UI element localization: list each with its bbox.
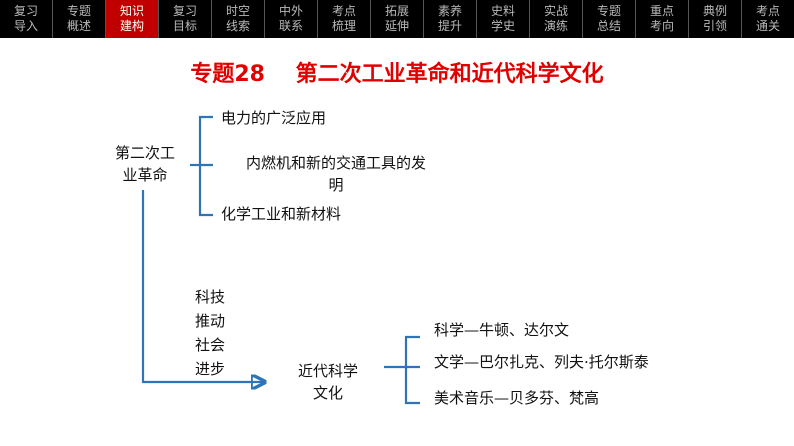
brace-branch2 — [404, 335, 420, 405]
tab-label: 时空 — [225, 4, 250, 18]
branch1-item-combustion: 内燃机和新的交通工具的发 明 — [227, 152, 445, 196]
tab-label: 考点 — [755, 4, 780, 18]
tab-label: 线索 — [225, 19, 250, 33]
tab-historical-sources[interactable]: 史料学史 — [477, 0, 530, 38]
tab-exam-focus[interactable]: 重点考向 — [636, 0, 689, 38]
tab-label: 引领 — [702, 19, 727, 33]
tab-label: 联系 — [278, 19, 303, 33]
tab-timeline-clues[interactable]: 时空线索 — [212, 0, 265, 38]
tab-label: 总结 — [596, 19, 621, 33]
node2: 近代科学 文化 — [280, 360, 376, 404]
tab-china-world-links[interactable]: 中外联系 — [265, 0, 318, 38]
tab-label: 通关 — [755, 19, 780, 33]
tab-label: 中外 — [278, 4, 303, 18]
connector-label-line: 推动 — [194, 312, 225, 330]
tab-label: 素养 — [437, 4, 462, 18]
node2-line: 近代科学 — [297, 362, 358, 380]
tab-label: 拓展 — [384, 4, 409, 18]
tab-practice[interactable]: 实战演练 — [530, 0, 583, 38]
tab-topic-overview[interactable]: 专题概述 — [53, 0, 106, 38]
tab-label: 提升 — [437, 19, 462, 33]
connector-label-line: 社会 — [194, 336, 225, 354]
tab-label: 专题 — [66, 4, 91, 18]
tab-label: 建构 — [119, 19, 144, 33]
root-node-line: 第二次工 — [114, 144, 175, 162]
branch1-item-electricity: 电力的广泛应用 — [221, 109, 327, 127]
tab-knowledge-construction[interactable]: 知识建构 — [106, 0, 159, 38]
tab-label: 重点 — [649, 4, 674, 18]
tab-review-goals[interactable]: 复习目标 — [159, 0, 212, 38]
nav-bar: 复习导入 专题概述 知识建构 复习目标 时空线索 中外联系 考点梳理 拓展延伸 … — [0, 0, 794, 38]
tab-label: 专题 — [596, 4, 621, 18]
connector-label: 科技 推动 社会 进步 — [186, 285, 234, 381]
branch1-item-line: 明 — [328, 176, 344, 194]
tab-label: 考向 — [649, 19, 674, 33]
branch2-item-science: 科学—牛顿、达尔文 — [434, 321, 570, 339]
root-node-line: 业革命 — [122, 166, 168, 184]
tab-label: 概述 — [66, 19, 91, 33]
root-node: 第二次工 业革命 — [102, 142, 188, 186]
brace-branch1 — [198, 115, 213, 217]
tab-examples[interactable]: 典例引领 — [689, 0, 742, 38]
tab-key-points[interactable]: 考点梳理 — [318, 0, 371, 38]
branch2-item-literature: 文学—巴尔扎克、列夫·托尔斯泰 — [434, 353, 649, 371]
tab-review-intro[interactable]: 复习导入 — [0, 0, 53, 38]
tab-label: 导入 — [13, 19, 38, 33]
page-title: 专题28 第二次工业革命和近代科学文化 — [190, 62, 604, 87]
tab-label: 考点 — [331, 4, 356, 18]
tab-label: 延伸 — [384, 19, 409, 33]
tab-label: 实战 — [543, 4, 568, 18]
branch1-item-chemical: 化学工业和新材料 — [221, 205, 342, 223]
tab-label: 学史 — [490, 19, 515, 33]
tab-label: 目标 — [172, 19, 197, 33]
branch2-item-art-music: 美术音乐—贝多芬、梵高 — [434, 389, 600, 407]
tab-label: 典例 — [702, 4, 727, 18]
tab-literacy[interactable]: 素养提升 — [424, 0, 477, 38]
node2-line: 文化 — [312, 384, 343, 402]
tab-label: 复习 — [13, 4, 38, 18]
tab-label: 史料 — [490, 4, 515, 18]
connector-label-line: 科技 — [194, 288, 225, 306]
tab-label: 梳理 — [331, 19, 356, 33]
connector-label-line: 进步 — [194, 360, 225, 378]
branch1-item-line: 内燃机和新的交通工具的发 — [245, 154, 426, 172]
tab-label: 知识 — [119, 4, 144, 18]
tab-mastery[interactable]: 考点通关 — [742, 0, 794, 38]
tab-extension[interactable]: 拓展延伸 — [371, 0, 424, 38]
tab-label: 复习 — [172, 4, 197, 18]
arrow-root-to-node2 — [141, 190, 265, 382]
tab-label: 演练 — [543, 19, 568, 33]
tab-topic-summary[interactable]: 专题总结 — [583, 0, 636, 38]
